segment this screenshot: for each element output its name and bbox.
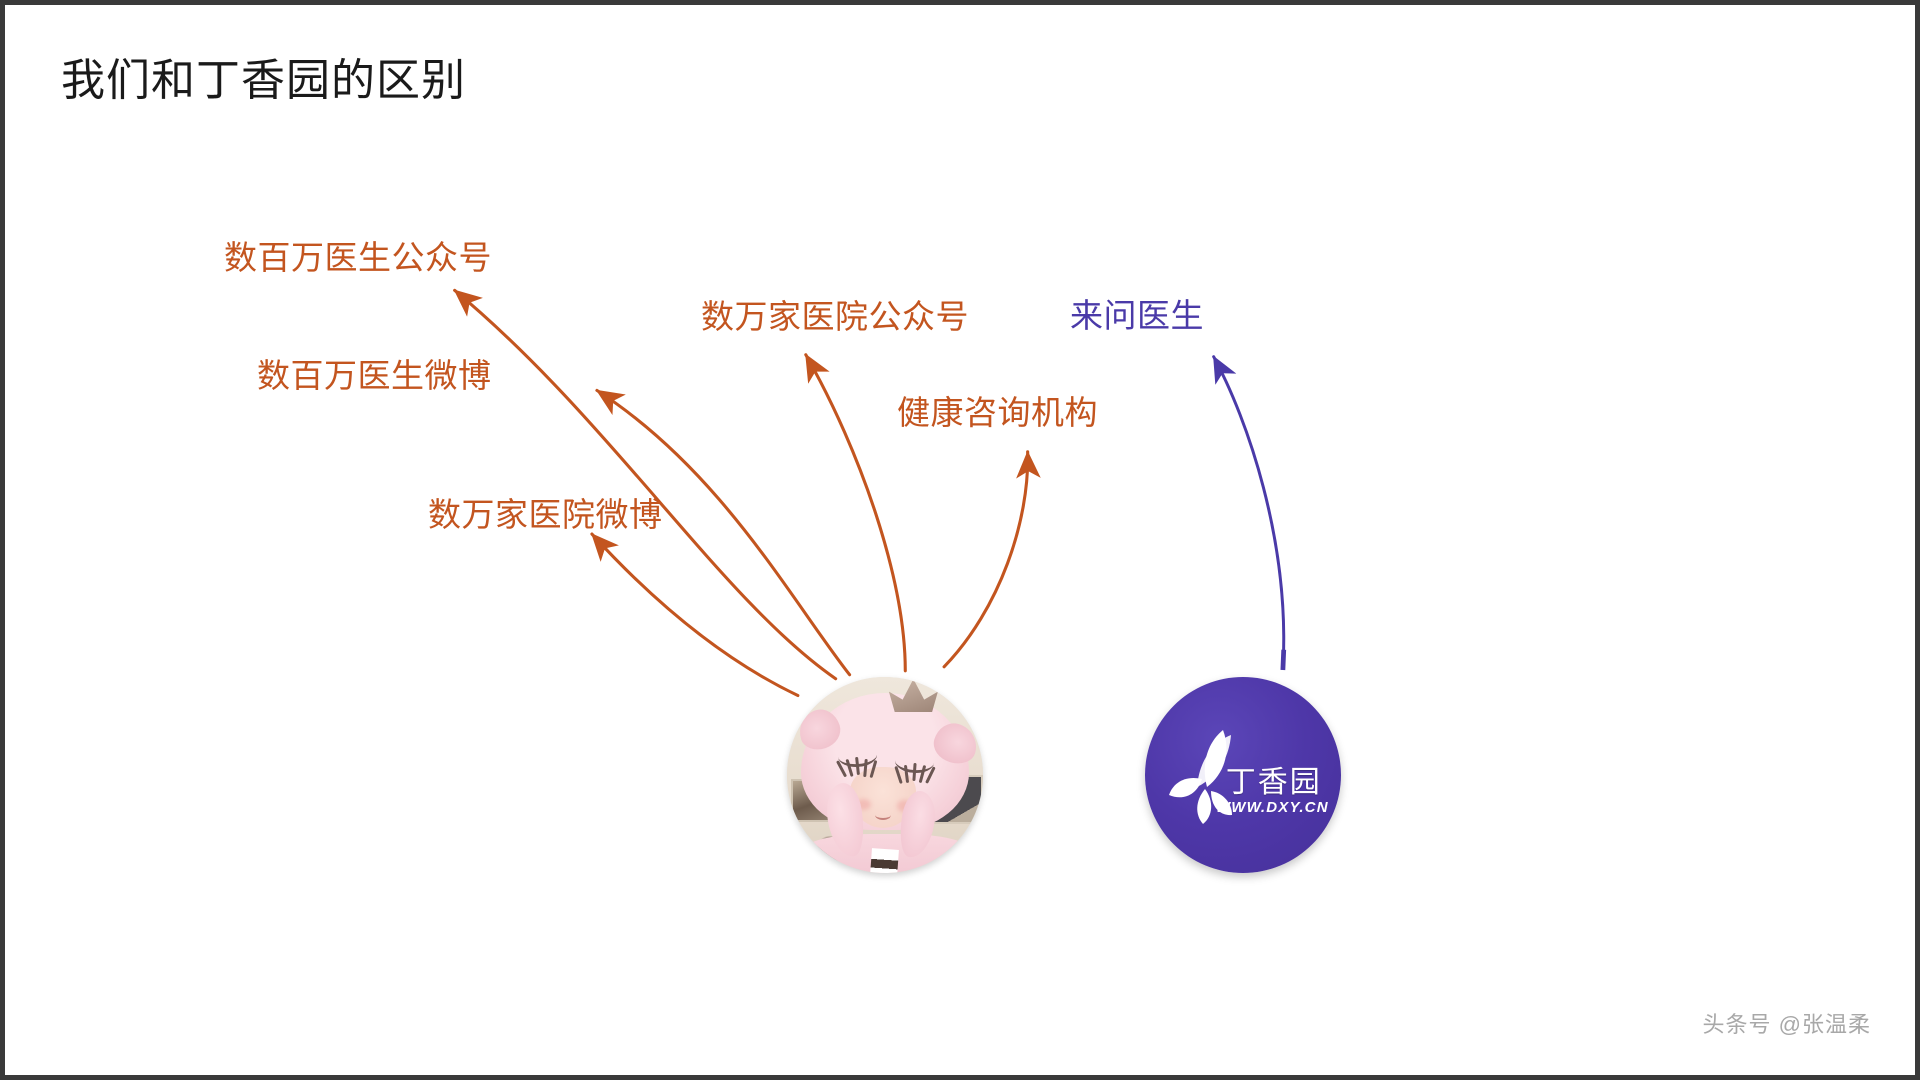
dxy-url-text: WWW.DXY.CN [1215,798,1329,816]
page-title: 我们和丁香园的区别 [61,56,466,105]
annotation-label-hospital-wechat: 数万家医院公众号 [701,298,969,335]
annotation-label-hospital-weibo: 数万家医院微博 [428,496,663,533]
arrow-to-anno-b [595,388,852,677]
annotation-label-ask-doctor: 来问医生 [1070,297,1204,334]
dxy-brand-text: 丁香园 [1225,766,1322,800]
avatar-photo [787,677,983,873]
arrow-to-anno-c [590,532,800,698]
arrow-layer [453,288,1287,698]
arrow-to-anno-f [1212,355,1287,671]
annotation-label-doctor-wechat: 数百万医生公众号 [224,239,492,276]
arrow-to-anno-e [942,450,1041,669]
watermark: 头条号 @张温柔 [1702,1012,1871,1037]
leaf-icon [1169,730,1232,824]
arrow-to-anno-d [804,353,907,673]
avatar-collar [870,848,900,873]
arrow-to-anno-a [453,288,838,681]
dxy-logo-node: 丁香园 WWW.DXY.CN [1145,677,1341,873]
avatar-photo-node [787,677,983,873]
avatar-cheek-left [855,798,872,811]
avatar-mouth [875,810,891,821]
annotation-label-doctor-weibo: 数百万医生微博 [257,357,492,394]
annotation-label-health-consulting: 健康咨询机构 [897,394,1098,431]
